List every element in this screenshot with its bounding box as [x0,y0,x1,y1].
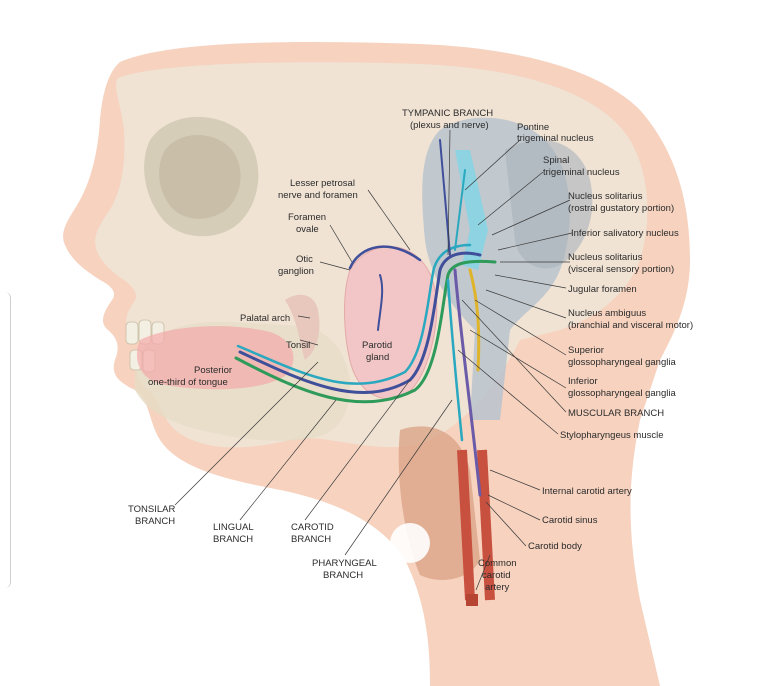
labels-branches: TONSILAR BRANCH LINGUAL BRANCH CAROTID B… [128,504,377,581]
label-lesser-petrosal-1: Lesser petrosal [290,178,355,189]
label-tonsilar-1: TONSILAR [128,504,175,515]
nerve-green-main [234,259,497,404]
carotid-arteries [457,449,495,606]
label-sol-rostral-2: (rostral gustatory portion) [568,203,674,214]
label-common-carotid-2: carotid [482,570,511,581]
glare-spot [390,523,430,563]
label-inf-ganglia-1: Inferior [568,376,598,387]
nerve-cyan-down [446,278,464,442]
label-tonsilar-2: BRANCH [135,516,175,527]
label-pontine-1: Pontine [517,122,549,133]
nerve-yellow [468,268,481,372]
label-carotid-body: Carotid body [528,541,582,552]
tongue-region [136,326,294,390]
labels-right: TYMPANIC BRANCH (plexus and nerve) Ponti… [402,108,693,593]
palatal-arch [285,294,320,360]
label-spinal-1: Spinal [543,155,569,166]
label-posterior-1: Posterior [194,365,232,376]
label-common-carotid-3: artery [485,582,510,593]
label-sol-visceral-1: Nucleus solitarius [568,252,643,263]
leader-lines [174,129,573,591]
nerve-cyan-tympanic [454,169,466,251]
label-otic-2: ganglion [278,266,314,277]
label-ambiguus-2: (branchial and visceral motor) [568,320,693,331]
nerve-cyan-main [236,243,472,385]
label-sup-ganglia-2: glossopharyngeal ganglia [568,357,676,368]
label-otic-1: Otic [296,254,313,265]
label-tonsil: Tonsil [286,340,310,351]
nerve-blue-main [238,251,482,394]
panel-edge [0,292,11,588]
label-parotid-1: Parotid [362,340,392,351]
nerve-paths [234,139,497,497]
label-common-carotid-1: Common [478,558,517,569]
label-inf-salivatory: Inferior salivatory nucleus [571,228,679,239]
label-palatal-arch: Palatal arch [240,313,290,324]
label-sup-ganglia-1: Superior [568,345,604,356]
label-pharyngeal-2: BRANCH [323,570,363,581]
label-ambiguus-1: Nucleus ambiguus [568,308,646,319]
label-stylopharyngeus: Stylopharyngeus muscle [560,430,664,441]
label-carotid-branch-2: BRANCH [291,534,331,545]
nerve-blue-otic [348,245,422,270]
label-spinal-2: trigeminal nucleus [543,167,620,178]
nerve-purple-down [453,268,482,497]
label-foramen-ovale-2: ovale [296,224,319,235]
label-carotid-sinus: Carotid sinus [542,515,598,526]
label-foramen-ovale-1: Foramen [288,212,326,223]
label-lingual-2: BRANCH [213,534,253,545]
label-internal-carotid: Internal carotid artery [542,486,632,497]
label-sol-visceral-2: (visceral sensory portion) [568,264,674,275]
label-pontine-2: trigeminal nucleus [517,133,594,144]
label-jugular-foramen: Jugular foramen [568,284,637,295]
label-lingual-1: LINGUAL [213,522,254,533]
label-sol-rostral-1: Nucleus solitarius [568,191,643,202]
label-carotid-branch-1: CAROTID [291,522,334,533]
label-parotid-2: gland [366,352,389,363]
nerve-blue-parotid [377,274,384,331]
labels-left: Lesser petrosal nerve and foramen Forame… [148,178,392,388]
label-lesser-petrosal-2: nerve and foramen [278,190,358,201]
label-tympanic-sub: (plexus and nerve) [410,120,489,131]
label-inf-ganglia-2: glossopharyngeal ganglia [568,388,676,399]
label-muscular-branch: MUSCULAR BRANCH [568,408,664,419]
label-posterior-2: one-third of tongue [148,377,228,388]
label-pharyngeal-1: PHARYNGEAL [312,558,377,569]
orbit-inner [159,135,241,219]
label-tympanic-branch: TYMPANIC BRANCH [402,108,493,119]
cerebellum [505,140,593,269]
